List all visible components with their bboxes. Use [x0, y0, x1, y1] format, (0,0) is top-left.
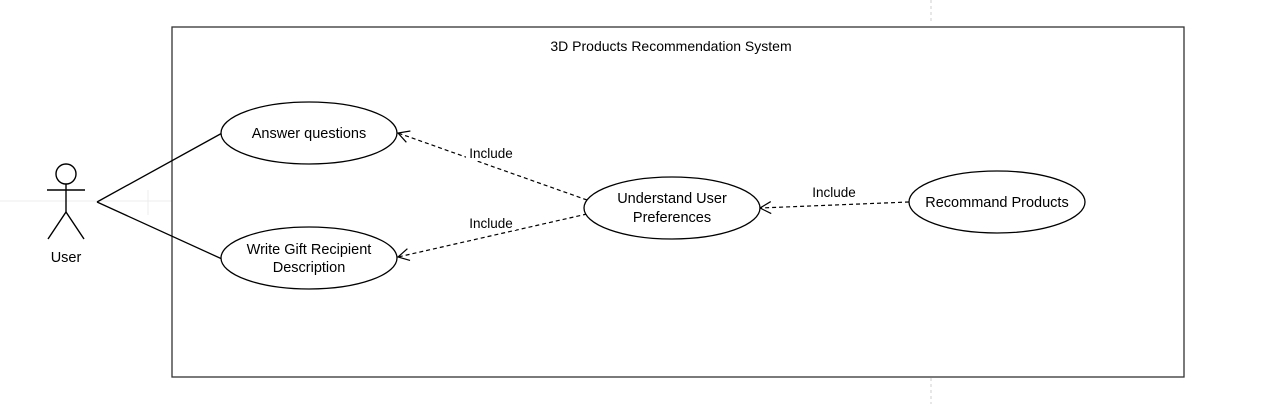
- use-case-label-line2: Description: [273, 260, 346, 276]
- use-case-recommand-products[interactable]: Recommand Products: [908, 170, 1086, 234]
- association-answer-questions: [96, 131, 225, 203]
- use-case-answer-questions[interactable]: Answer questions: [220, 101, 398, 165]
- use-case-understand-user-preferences[interactable]: Understand User Preferences: [583, 176, 761, 240]
- actor-left-leg: [47, 211, 67, 240]
- use-case-label: Answer questions: [252, 126, 366, 142]
- include-label-write: Include: [469, 216, 513, 231]
- use-case-write-gift-recipient-description[interactable]: Write Gift Recipient Description: [220, 226, 398, 290]
- include-arrow-answer-questions: [396, 130, 588, 201]
- use-case-label: Recommand Products: [925, 195, 1068, 211]
- use-case-ellipse: [908, 170, 1086, 234]
- actor-head: [55, 163, 77, 185]
- actor-right-leg: [65, 211, 85, 240]
- use-case-label-line1: Understand User: [617, 191, 727, 207]
- actor-user[interactable]: User: [47, 163, 85, 266]
- include-label-answer: Include: [469, 146, 513, 161]
- include-arrow-understand-preferences: [758, 201, 910, 215]
- use-case-ellipse: [220, 101, 398, 165]
- use-case-ellipse: [583, 176, 761, 240]
- actor-label: User: [51, 250, 82, 266]
- use-case-label-line1: Write Gift Recipient: [247, 242, 372, 258]
- association-write-description: [96, 201, 223, 260]
- include-label-recommend: Include: [812, 185, 856, 200]
- guide-lines: [0, 0, 932, 404]
- system-boundary: [171, 26, 1185, 378]
- include-arrow-write-description: [396, 213, 588, 261]
- use-case-label-line2: Preferences: [633, 210, 711, 226]
- use-case-ellipse: [220, 226, 398, 290]
- system-title: 3D Products Recommendation System: [550, 38, 791, 54]
